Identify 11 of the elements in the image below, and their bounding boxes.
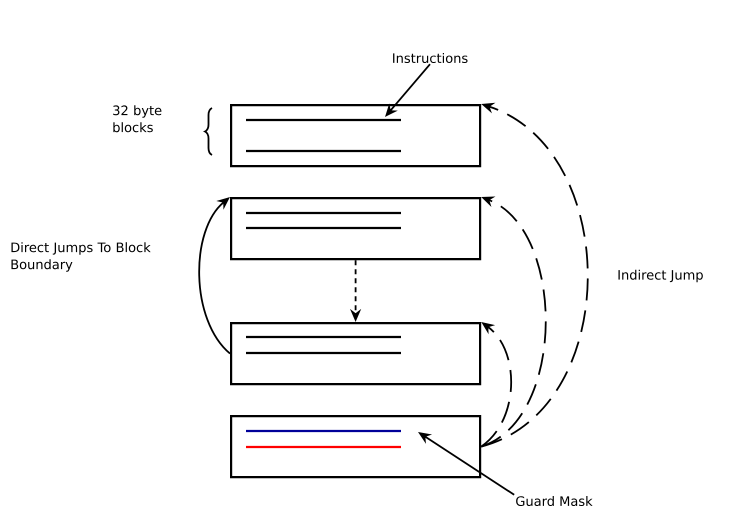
annotation-text: 32 byte blocks (113, 105, 162, 132)
text-label: Instructions (393, 52, 468, 64)
memory-block (230, 104, 482, 168)
annotation-text: Direct Jumps To Block Boundary (11, 242, 151, 272)
text-label: Guard Mask (516, 496, 593, 506)
memory-block (230, 414, 482, 478)
memory-block (230, 197, 482, 260)
annotation-text: Indirect Jump (618, 270, 703, 282)
arrow (480, 196, 547, 448)
arrow (480, 322, 512, 448)
memory-block (230, 322, 482, 386)
